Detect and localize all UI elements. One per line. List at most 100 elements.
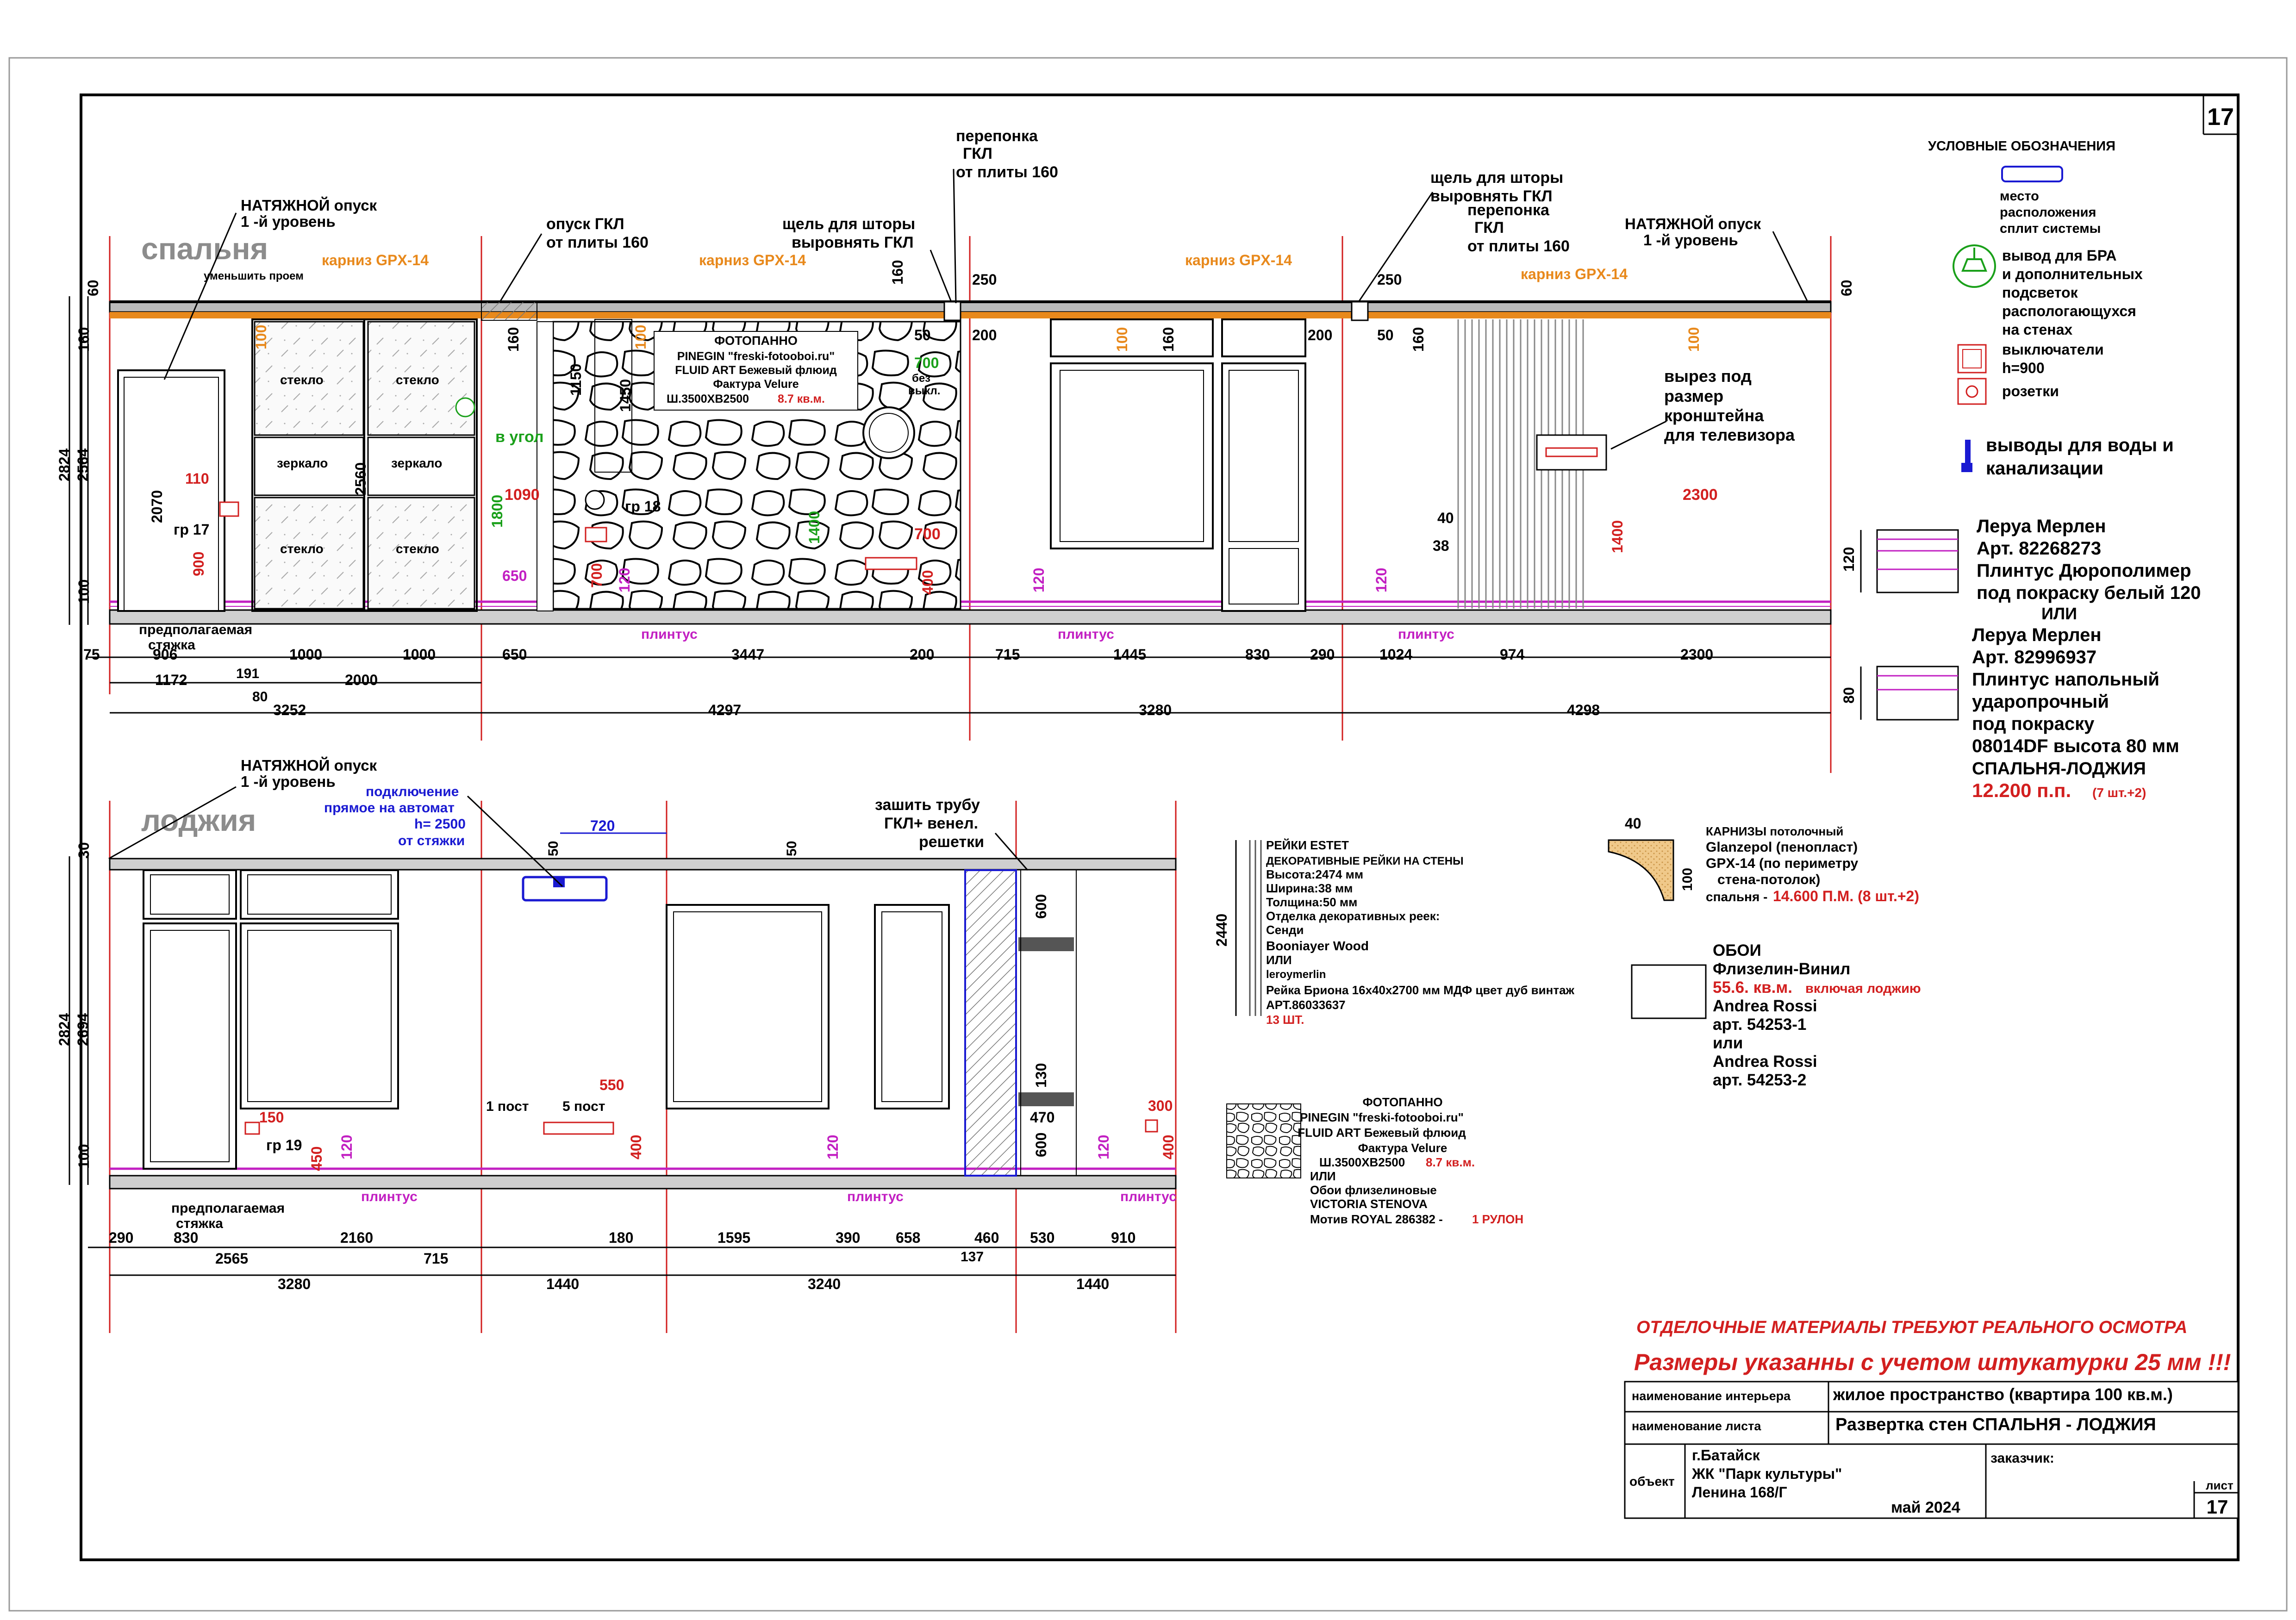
svg-text:от плиты 160: от плиты 160 — [546, 234, 649, 251]
svg-text:700: 700 — [914, 525, 941, 543]
svg-text:ударопрочный: ударопрочный — [1972, 692, 2109, 712]
photopanel-spec: ФОТОПАННО PINEGIN "freski-fotooboi.ru" F… — [1226, 1095, 1523, 1226]
svg-text:1800: 1800 — [489, 495, 505, 528]
svg-text:Glanzepol (пенопласт): Glanzepol (пенопласт) — [1706, 840, 1858, 855]
svg-text:5 пост: 5 пост — [562, 1099, 605, 1114]
plinth-spec: 120 80 Леруа Мерлен Арт. 82268273 Плинту… — [1841, 516, 2201, 801]
svg-text:плинтус: плинтус — [1058, 627, 1114, 642]
svg-text:100: 100 — [1680, 868, 1695, 891]
svg-text:50: 50 — [914, 327, 931, 343]
svg-text:КАРНИЗЫ потолочный: КАРНИЗЫ потолочный — [1706, 824, 1843, 838]
svg-text:сплит системы: сплит системы — [2000, 221, 2101, 236]
svg-text:200: 200 — [1308, 327, 1332, 343]
svg-text:1 -й уровень: 1 -й уровень — [241, 773, 336, 790]
svg-text:100: 100 — [75, 579, 92, 604]
water-outlet-icon — [1961, 440, 1972, 472]
svg-text:1440: 1440 — [546, 1276, 579, 1292]
svg-text:АРТ.86033637: АРТ.86033637 — [1266, 998, 1346, 1012]
svg-text:3447: 3447 — [731, 646, 764, 663]
bedroom-annotations: НАТЯЖНОЙ опуск 1 -й уровень уменьшить пр… — [56, 127, 1855, 718]
svg-text:60: 60 — [1838, 280, 1855, 296]
svg-text:заказчик:: заказчик: — [1990, 1451, 2054, 1466]
svg-text:Фактура Velure: Фактура Velure — [1358, 1141, 1447, 1155]
svg-text:Плинтус напольный: Плинтус напольный — [1972, 669, 2159, 690]
socket-icon — [1957, 378, 1987, 405]
svg-text:выводы для воды и: выводы для воды и — [1986, 435, 2174, 455]
loggia-annotations: НАТЯЖНОЙ опуск 1 -й уровень подключение … — [56, 756, 1177, 1292]
svg-text:h= 2500: h= 2500 — [414, 816, 466, 832]
svg-text:658: 658 — [896, 1229, 920, 1246]
svg-text:стяжка: стяжка — [148, 637, 195, 653]
svg-text:зеркало: зеркало — [391, 456, 442, 470]
svg-text:3240: 3240 — [808, 1276, 841, 1292]
svg-text:ИЛИ: ИЛИ — [1310, 1169, 1336, 1183]
svg-text:290: 290 — [109, 1229, 133, 1246]
svg-text:предполагаемая: предполагаемая — [139, 622, 252, 637]
svg-text:вырез под: вырез под — [1664, 367, 1752, 386]
svg-text:1 -й уровень: 1 -й уровень — [1643, 231, 1738, 249]
svg-text:GPX-14 (по периметру: GPX-14 (по периметру — [1706, 856, 1858, 871]
notes: ОТДЕЛОЧНЫЕ МАТЕРИАЛЫ ТРЕБУЮТ РЕАЛЬНОГО О… — [1634, 1318, 2231, 1375]
svg-text:13 ШТ.: 13 ШТ. — [1266, 1013, 1304, 1027]
svg-text:под покраску: под покраску — [1972, 714, 2095, 734]
svg-text:1090: 1090 — [505, 486, 540, 504]
svg-text:650: 650 — [502, 567, 527, 584]
svg-text:38: 38 — [1433, 537, 1449, 554]
svg-text:распологающухся: распологающухся — [2002, 303, 2136, 319]
balcony-block — [1050, 318, 1306, 612]
svg-text:160: 160 — [889, 260, 906, 285]
svg-text:Andrea Rossi: Andrea Rossi — [1713, 997, 1817, 1015]
svg-text:1400: 1400 — [806, 511, 823, 544]
svg-text:ИЛИ: ИЛИ — [2041, 604, 2077, 623]
svg-text:1 РУЛОН: 1 РУЛОН — [1472, 1212, 1523, 1226]
svg-text:1440: 1440 — [1076, 1276, 1109, 1292]
svg-text:250: 250 — [1377, 271, 1402, 288]
svg-text:зеркало: зеркало — [277, 456, 328, 470]
svg-text:1172: 1172 — [155, 672, 187, 688]
svg-text:55.6. кв.м.: 55.6. кв.м. — [1713, 978, 1792, 997]
svg-text:14.600 П.М. (8 шт.+2): 14.600 П.М. (8 шт.+2) — [1773, 888, 1919, 904]
svg-text:прямое на автомат: прямое на автомат — [324, 800, 455, 816]
svg-text:размер: размер — [1664, 386, 1723, 405]
svg-text:120: 120 — [1030, 568, 1047, 592]
svg-text:стекло: стекло — [396, 373, 439, 387]
svg-text:стекло: стекло — [280, 542, 324, 556]
svg-text:40: 40 — [1437, 510, 1454, 526]
svg-text:120: 120 — [338, 1135, 355, 1159]
svg-text:2160: 2160 — [340, 1229, 373, 1246]
svg-text:08014DF высота 80 мм: 08014DF высота 80 мм — [1972, 736, 2179, 756]
svg-text:ИЛИ: ИЛИ — [1266, 953, 1292, 967]
svg-text:Ленина 168/Г: Ленина 168/Г — [1692, 1484, 1787, 1501]
svg-text:стяжка: стяжка — [176, 1216, 223, 1231]
svg-text:Арт. 82268273: Арт. 82268273 — [1977, 538, 2101, 559]
svg-text:подключение: подключение — [366, 784, 459, 799]
svg-text:2694: 2694 — [75, 1013, 91, 1046]
svg-text:1024: 1024 — [1379, 646, 1412, 663]
svg-text:1 пост: 1 пост — [486, 1099, 529, 1114]
svg-text:30: 30 — [75, 842, 92, 859]
svg-text:ДЕКОРАТИВНЫЕ РЕЙКИ НА СТЕНЫ: ДЕКОРАТИВНЫЕ РЕЙКИ НА СТЕНЫ — [1266, 854, 1464, 867]
inner-border — [80, 93, 2240, 1561]
svg-text:160: 160 — [1410, 327, 1427, 352]
svg-text:FLUID ART Бежевый флюид: FLUID ART Бежевый флюид — [1298, 1126, 1466, 1140]
svg-text:450: 450 — [308, 1146, 325, 1171]
legend: УСЛОВНЫЕ ОБОЗНАЧЕНИЯ место расположения … — [1928, 139, 2174, 479]
svg-text:250: 250 — [972, 271, 997, 288]
svg-text:НАТЯЖНОЙ опуск: НАТЯЖНОЙ опуск — [241, 196, 377, 214]
door — [117, 369, 225, 612]
svg-text:191: 191 — [236, 666, 259, 681]
svg-text:от плиты 160: от плиты 160 — [1467, 237, 1570, 255]
svg-text:Леруа Мерлен: Леруа Мерлен — [1977, 516, 2106, 536]
svg-text:плинтус: плинтус — [847, 1189, 904, 1204]
svg-text:РЕЙКИ ESTET: РЕЙКИ ESTET — [1266, 838, 1349, 852]
svg-text:на стенах: на стенах — [2002, 321, 2072, 338]
svg-text:спальня -: спальня - — [1706, 890, 1767, 904]
svg-text:стена-потолок): стена-потолок) — [1717, 872, 1820, 887]
svg-text:г.Батайск: г.Батайск — [1692, 1447, 1760, 1464]
svg-text:выкл.: выкл. — [908, 385, 940, 397]
svg-text:2000: 2000 — [345, 672, 378, 688]
svg-text:137: 137 — [961, 1249, 984, 1265]
svg-text:8.7 кв.м.: 8.7 кв.м. — [1426, 1155, 1475, 1169]
svg-text:Арт. 82996937: Арт. 82996937 — [1972, 647, 2096, 667]
svg-text:Ш.3500ХВ2500: Ш.3500ХВ2500 — [1319, 1155, 1405, 1169]
